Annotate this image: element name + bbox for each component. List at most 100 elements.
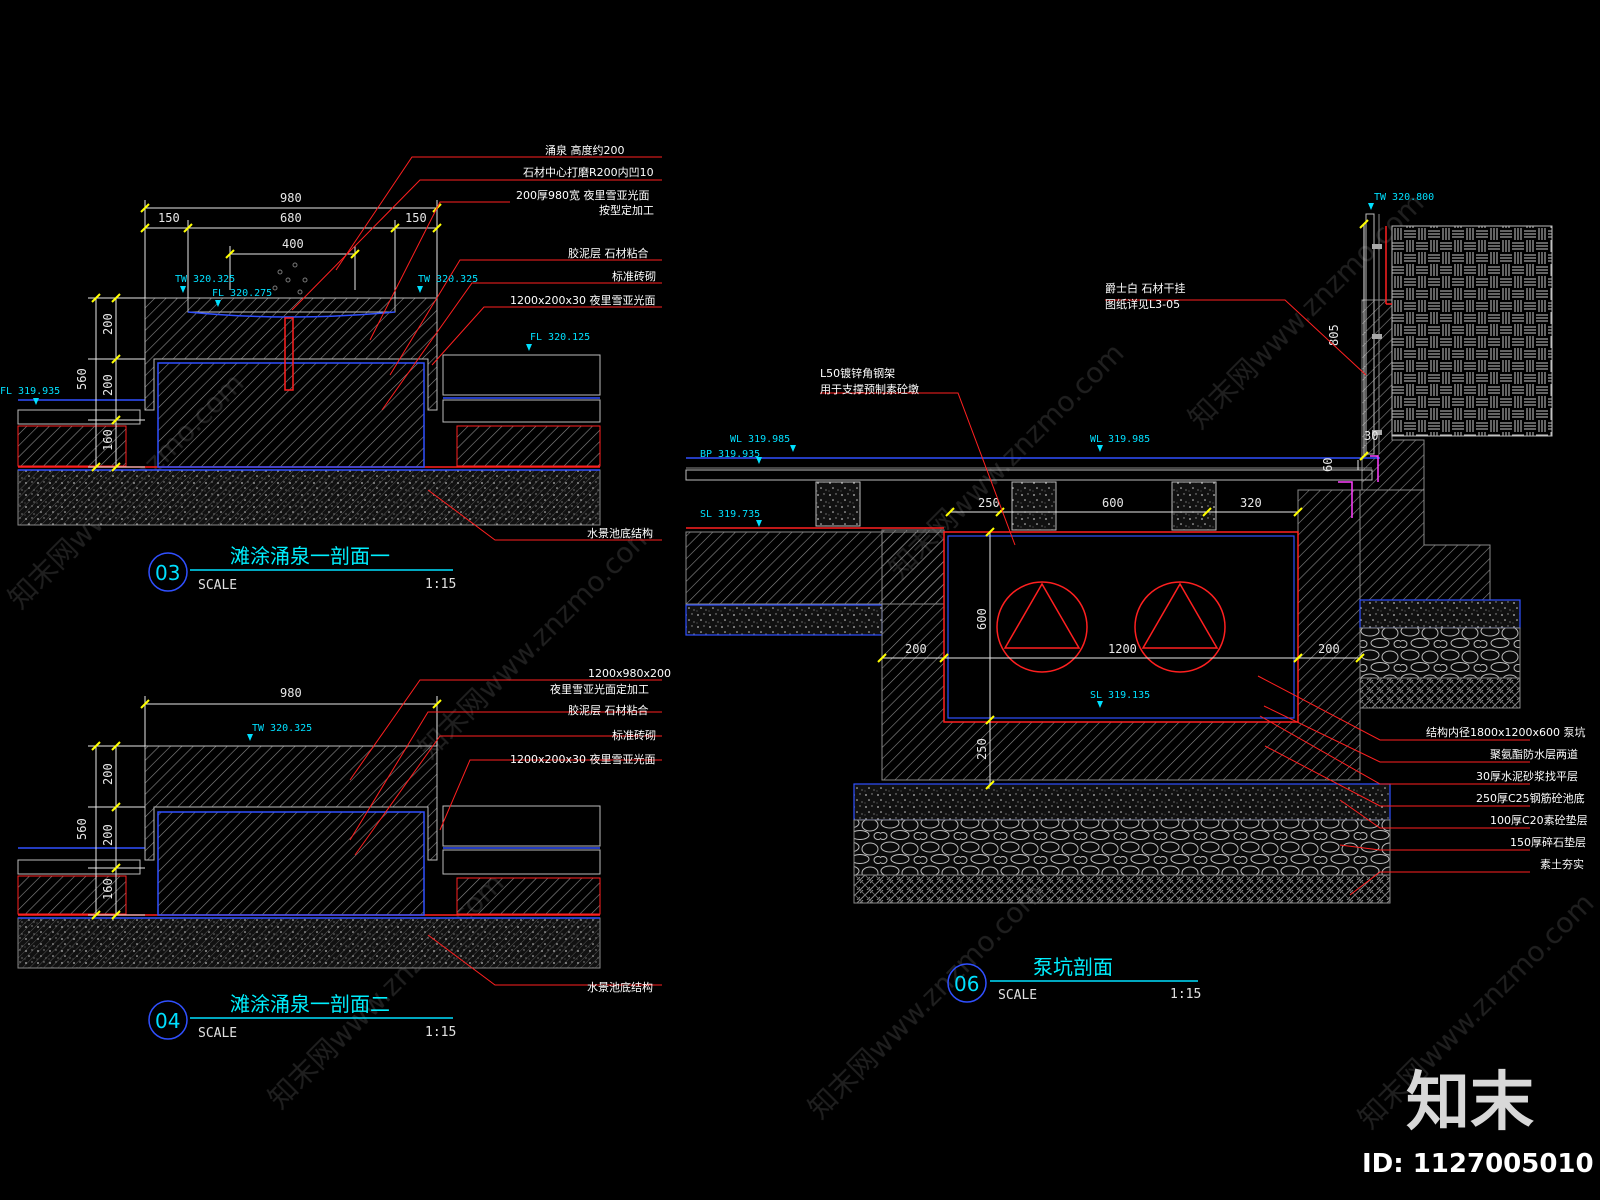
section-03: 980 150 680 150 400 200 200 160 560 TW 3…: [0, 143, 662, 593]
dim-total: 980: [280, 191, 302, 205]
note-5: 标准砖砌: [612, 269, 656, 283]
stone-block: [144, 745, 438, 861]
section-number-circle: [947, 963, 987, 1003]
image-id: ID: 1127005010: [1362, 1149, 1594, 1179]
note-2: 胶泥层 石材粘合: [568, 703, 649, 717]
section-06: 250 600 320 600 200 1200 200 250 805 60 …: [685, 192, 1588, 1003]
note-frame-purpose: 用于支撑预制素砼墩: [820, 382, 919, 396]
leader-lines: [291, 156, 662, 541]
grating-deck: [685, 469, 1373, 481]
dim-htotal: 560: [75, 368, 89, 390]
dim-600: 600: [1102, 496, 1124, 510]
precast-block: [815, 481, 861, 527]
scale-label: SCALE: [198, 578, 237, 593]
dim-h3: 160: [101, 429, 115, 451]
note-r1: 聚氨酯防水层两道: [1490, 747, 1578, 761]
section-number: 04: [155, 1009, 180, 1033]
note-frame: L50镀锌角钢架: [820, 366, 895, 380]
pump-icon: [996, 581, 1088, 673]
level-tw-left: TW 320.325: [175, 274, 235, 285]
left-paving-slab: [17, 409, 141, 425]
note-1: 夜里雪亚光面定加工: [550, 682, 649, 696]
note-r5: 150厚碎石垫层: [1510, 835, 1586, 849]
note-r0: 结构内径1800x1200x600 泵坑: [1426, 725, 1586, 739]
level-bp: BP 319.935: [700, 449, 760, 460]
note-2: 200厚980宽 夜里雪亚光面: [516, 188, 650, 202]
leader-lines: [820, 299, 1530, 896]
dim-left: 150: [158, 211, 180, 225]
watermark: 知末网www.znzmo.com: [412, 516, 661, 765]
right-paving-slab: [442, 354, 601, 396]
dim-60: 60: [1321, 458, 1335, 472]
scale-value: 1:15: [425, 1025, 456, 1040]
note-r6: 素土夯实: [1540, 857, 1584, 871]
dim-h2: 200: [101, 374, 115, 396]
note-3: 标准砖砌: [612, 728, 656, 742]
dim-right200: 200: [1318, 642, 1340, 656]
stone-block: [144, 297, 438, 411]
section-number-circle: [148, 1000, 188, 1040]
dim-250-bottom: 250: [975, 738, 989, 760]
note-r3: 250厚C25钢筋砼池底: [1476, 791, 1585, 805]
note-3: 按型定加工: [599, 203, 654, 217]
masonry-wall: [1391, 225, 1553, 437]
dim-1200: 1200: [1108, 642, 1137, 656]
precast-block: [1011, 481, 1057, 531]
dim-h1: 200: [101, 763, 115, 785]
scale-value: 1:15: [425, 577, 456, 592]
dim-total: 980: [280, 686, 302, 700]
brand-logo: 知末: [1406, 1066, 1534, 1140]
dim-h2: 200: [101, 824, 115, 846]
compacted-soil: [853, 874, 1391, 904]
gravel-layer: [853, 819, 1391, 876]
dim-right: 150: [405, 211, 427, 225]
level-wl-left: WL 319.985: [730, 434, 790, 445]
leader-lines: [349, 679, 662, 986]
dimension-lines: [882, 224, 1365, 785]
note-4: 胶泥层 石材粘合: [568, 246, 649, 260]
dim-inner: 400: [282, 237, 304, 251]
note-cladding: 爵士白 石材干挂: [1105, 281, 1186, 295]
note-r4: 100厚C20素砼垫层: [1490, 813, 1588, 827]
dim-805: 805: [1327, 324, 1341, 346]
dim-depth600: 600: [975, 608, 989, 630]
section-title: 泵坑剖面: [1033, 955, 1113, 979]
section-number-circle: [148, 552, 188, 592]
note-cladding-ref: 图纸详见L3-05: [1105, 297, 1180, 311]
level-sl-pit: SL 319.135: [1090, 690, 1150, 701]
level-fl-right: FL 320.125: [530, 332, 590, 343]
section-number: 06: [954, 972, 979, 996]
c20-concrete-layer: [853, 783, 1391, 821]
level-fl-left: FL 319.935: [0, 386, 60, 397]
level-sl-left: SL 319.735: [700, 509, 760, 520]
section-title: 滩涂涌泉一剖面二: [230, 992, 390, 1016]
dim-h3: 160: [101, 878, 115, 900]
pump-icon: [1134, 581, 1226, 673]
brick-core: [157, 811, 425, 916]
brick-core: [157, 362, 425, 468]
note-6: 1200x200x30 夜里雪亚光面: [510, 293, 656, 307]
scale-label: SCALE: [198, 1026, 237, 1041]
water-jet: [272, 262, 308, 295]
level-tw: TW 320.325: [252, 723, 312, 734]
note-1: 石材中心打磨R200内凹10: [523, 165, 654, 179]
dim-30: 30: [1364, 429, 1378, 443]
dim-htotal: 560: [75, 818, 89, 840]
note-r2: 30厚水泥砂浆找平层: [1476, 769, 1578, 783]
dim-mid: 680: [280, 211, 302, 225]
note-0: 1200x980x200: [588, 667, 671, 680]
dim-320: 320: [1240, 496, 1262, 510]
level-fl-mid: FL 320.275: [212, 288, 272, 299]
section-04: 980 200 200 160 560 TW 320.325 1200x980x…: [17, 667, 671, 1041]
level-wl-mid: WL 319.985: [1090, 434, 1150, 445]
pumps: [996, 581, 1226, 673]
precast-block: [1171, 481, 1217, 531]
pump-pit: [943, 531, 1299, 723]
note-4: 1200x200x30 夜里雪亚光面: [510, 752, 656, 766]
fountain-nozzle: [284, 317, 294, 391]
note-0: 涌泉 高度约200: [545, 143, 625, 157]
level-tw-top: TW 320.800: [1374, 192, 1434, 203]
dim-left200: 200: [905, 642, 927, 656]
bottom-note: 水景池底结构: [587, 526, 653, 540]
